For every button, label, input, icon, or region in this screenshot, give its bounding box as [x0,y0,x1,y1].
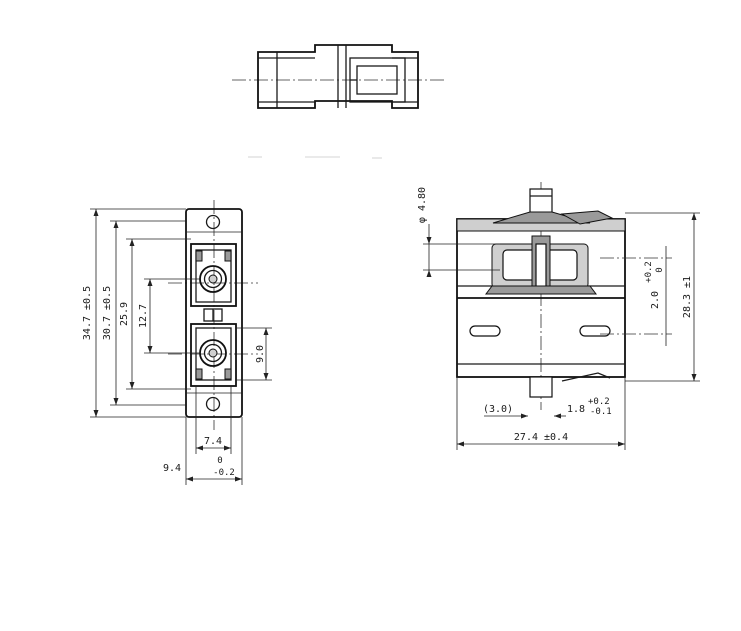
front-view: 34.7 ±0.5 30.7 ±0.5 25.9 12.7 9.0 7.4 [82,200,272,485]
dim-ref-width: (3.0) [483,404,513,415]
dim-port-height: 9.0 [255,345,266,363]
sleeve-base [485,285,597,295]
dim-outer-width-tol-lower: -0.2 [213,468,235,478]
ferrule-bore-lower [203,343,223,363]
dimension-arrows [196,445,231,451]
port-housing-upper [190,243,237,307]
dim-port-span: 25.9 [119,302,130,326]
side-slot-left [469,325,501,337]
dim-inner-width: 7.4 [204,436,222,447]
mount-hole-top [205,214,221,230]
dimension-arrows [521,413,528,419]
dim-outer-width-tol-upper: 0 [217,456,222,466]
dim-slot-tol-lower: -0.1 [590,407,612,417]
dim-total-length: 27.4 ±0.4 [514,432,568,443]
key-slot [195,250,203,262]
dimension-arrows [554,413,561,419]
flange-plate [185,208,243,418]
key-slot [224,368,232,380]
dim-slot: 1.8 [567,404,585,415]
top-clip [492,211,591,224]
scan-artifacts [248,156,382,159]
port-inner-upper [195,249,232,303]
dim-port-pitch: 12.7 [138,304,149,328]
dim-diameter: φ 4.80 [417,187,428,223]
top-view-body [257,44,419,109]
bottom-pin [529,376,553,398]
side-view: φ 4.80 28.3 ±1 2.0 +0.2 0 (3.0) 1.8 +0.2… [417,182,700,450]
dim-flange-height: 30.7 ±0.5 [102,286,113,340]
dim-offset-tol-upper: +0.2 [644,261,654,283]
dim-slot-tol-upper: +0.2 [588,397,610,407]
ferrule-bore-upper [203,269,223,289]
dim-offset: 2.0 [650,291,661,309]
ferrule-core-lower [208,348,218,358]
dim-total-height: 28.3 ±1 [682,276,693,318]
dim-overall-height: 34.7 ±0.5 [82,286,93,340]
sleeve-slot [535,243,547,289]
port-housing-lower [190,323,237,387]
bottom-latch-arm [561,372,611,382]
key-slot [224,250,232,262]
dimension-arrows [186,476,242,482]
dim-offset-tol-lower: 0 [655,267,665,272]
top-view [232,44,445,109]
top-latch-arm [560,210,614,225]
ferrule-core-upper [208,274,218,284]
key-slot [195,368,203,380]
dim-outer-width: 9.4 [163,463,181,474]
mount-hole-bottom [205,396,221,412]
top-pin [529,188,553,216]
port-inner-lower [195,327,232,381]
side-slot-right [579,325,611,337]
